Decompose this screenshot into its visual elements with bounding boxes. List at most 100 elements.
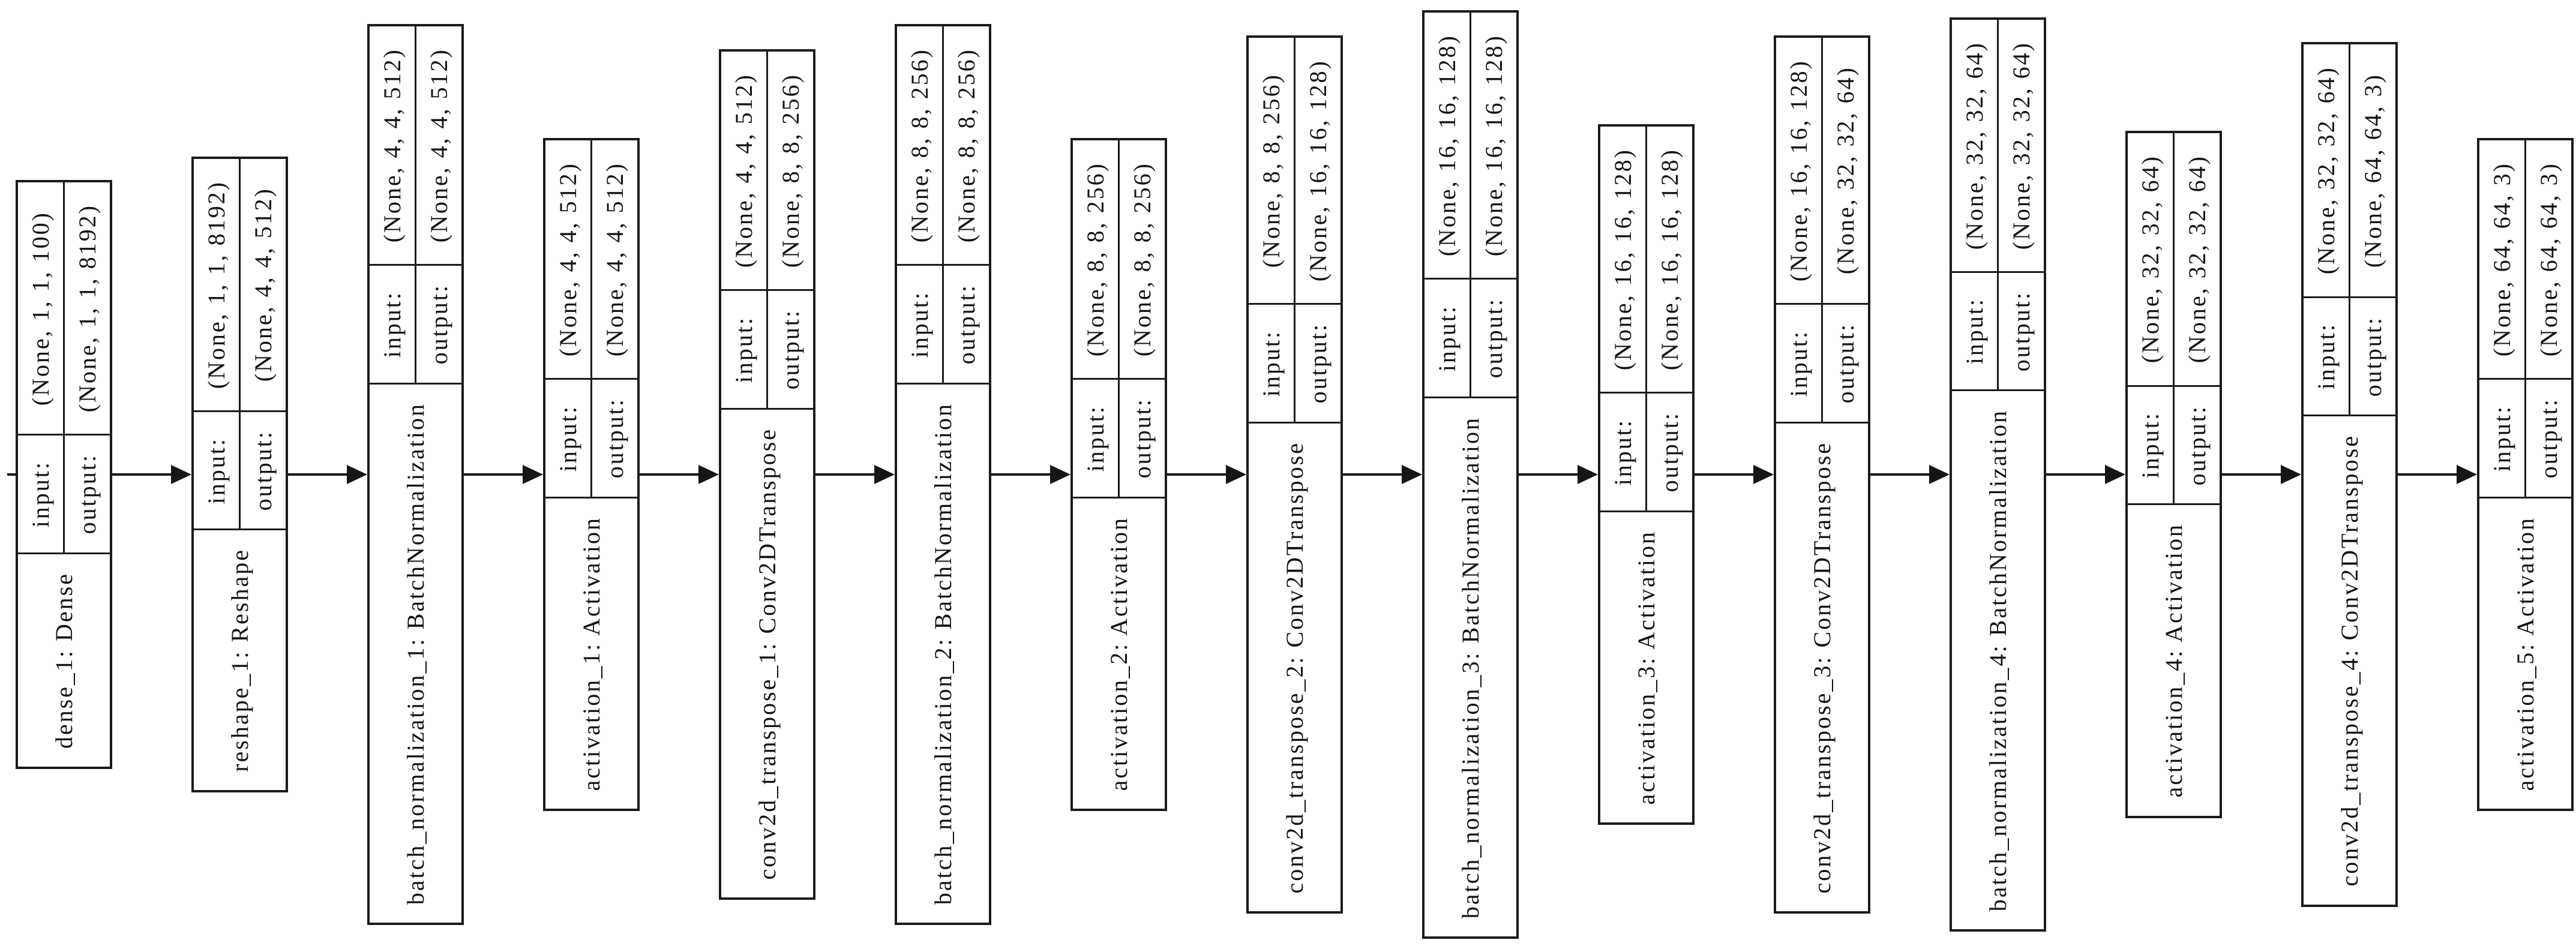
output-shape-cell: (None, 4, 4, 512) (592, 140, 637, 378)
input-shape: (None, 4, 4, 512) (554, 161, 581, 357)
input-shape: (None, 1, 1, 8192) (202, 180, 230, 389)
shapes-row: (None, 32, 32, 64) (None, 32, 32, 64) (2128, 133, 2220, 387)
layer-name-cell: batch_normalization_2: BatchNormalizatio… (897, 385, 989, 923)
flow-arrow (1695, 464, 1774, 485)
labels-row: input: output: (194, 412, 286, 531)
output-label-cell: output: (1296, 305, 1341, 421)
input-shape-cell: (None, 8, 8, 256) (897, 26, 944, 265)
input-shape-cell: (None, 1, 1, 100) (18, 182, 65, 434)
layer-name-cell: conv2d_transpose_3: Conv2DTranspose (1776, 424, 1868, 912)
output-label-cell: output: (2350, 298, 2395, 415)
flow-arrow (288, 464, 367, 485)
name-row: activation_5: Activation (2479, 498, 2571, 809)
output-shape: (None, 8, 8, 256) (1128, 161, 1156, 357)
output-label-cell: output: (768, 291, 813, 407)
input-label-cell: input: (2479, 380, 2526, 497)
input-shape: (None, 32, 32, 64) (2312, 66, 2340, 275)
output-label: output: (1304, 323, 1332, 404)
name-row: dense_1: Dense (18, 554, 110, 767)
layer-node: (None, 32, 32, 64) (None, 32, 32, 64) in… (1950, 17, 2046, 932)
flow-arrow (2398, 464, 2477, 485)
output-label-cell: output: (416, 266, 461, 382)
output-shape-cell: (None, 8, 8, 256) (768, 52, 813, 289)
input-label-cell: input: (2128, 386, 2175, 504)
output-shape: (None, 32, 32, 64) (2183, 155, 2211, 364)
input-label: input: (378, 290, 406, 358)
shapes-row: (None, 8, 8, 256) (None, 16, 16, 128) (1249, 37, 1341, 305)
layer-name-cell: batch_normalization_1: BatchNormalizatio… (370, 385, 461, 923)
output-label-cell: output: (944, 266, 989, 382)
layer-node: (None, 4, 4, 512) (None, 8, 8, 256) inpu… (719, 49, 815, 900)
labels-row: input: output: (1425, 280, 1516, 398)
layer-name: activation_2: Activation (1105, 516, 1132, 791)
output-shape-cell: (None, 16, 16, 128) (1296, 38, 1341, 303)
layer-name-cell: batch_normalization_4: BatchNormalizatio… (1952, 391, 2044, 929)
input-shape: (None, 8, 8, 256) (905, 48, 933, 243)
name-row: batch_normalization_2: BatchNormalizatio… (897, 385, 989, 923)
input-label: input: (1785, 329, 1812, 397)
labels-row: input: output: (1249, 305, 1341, 424)
output-label: output: (2007, 290, 2035, 372)
input-shape-cell: (None, 32, 32, 64) (1952, 19, 1999, 271)
input-shape: (None, 32, 32, 64) (1960, 41, 1988, 250)
layer-node: (None, 1, 1, 100) (None, 1, 1, 8192) inp… (16, 180, 112, 769)
input-shape: (None, 1, 1, 100) (26, 211, 54, 406)
flow-arrow (464, 464, 543, 485)
layer-name: batch_normalization_2: BatchNormalizatio… (929, 402, 956, 905)
input-label-cell: input: (1425, 280, 1471, 397)
shapes-row: (None, 16, 16, 128) (None, 32, 32, 64) (1776, 37, 1868, 305)
output-label-cell: output: (1823, 305, 1868, 421)
labels-row: input: output: (897, 266, 989, 385)
input-label-cell: input: (897, 266, 944, 383)
labels-row: input: output: (1952, 272, 2044, 392)
layer-name-cell: activation_1: Activation (545, 498, 637, 809)
input-shape: (None, 4, 4, 512) (730, 73, 757, 268)
shapes-row: (None, 4, 4, 512) (None, 4, 4, 512) (545, 140, 637, 380)
output-shape-cell: (None, 64, 64, 3) (2526, 140, 2571, 378)
output-shape: (None, 16, 16, 128) (1656, 148, 1683, 371)
layer-node: (None, 8, 8, 256) (None, 8, 8, 256) inpu… (895, 24, 991, 925)
input-label: input: (554, 404, 581, 472)
input-shape: (None, 16, 16, 128) (1433, 34, 1461, 257)
input-label: input: (202, 437, 230, 504)
name-row: activation_3: Activation (1600, 512, 1692, 822)
layer-name: activation_4: Activation (2160, 523, 2187, 798)
layer-name-cell: batch_normalization_3: BatchNormalizatio… (1425, 398, 1516, 936)
output-shape-cell: (None, 8, 8, 256) (944, 26, 989, 264)
output-label: output: (1480, 298, 1507, 379)
layer-name: activation_1: Activation (577, 516, 605, 791)
input-label-cell: input: (2304, 298, 2350, 415)
input-label: input: (730, 316, 757, 383)
output-shape-cell: (None, 32, 32, 64) (2175, 133, 2220, 385)
shapes-row: (None, 4, 4, 512) (None, 4, 4, 512) (370, 26, 461, 266)
input-shape: (None, 16, 16, 128) (1609, 148, 1636, 371)
labels-row: input: output: (370, 266, 461, 385)
input-label: input: (26, 460, 54, 528)
input-label: input: (905, 290, 933, 358)
name-row: activation_1: Activation (545, 498, 637, 809)
input-shape: (None, 4, 4, 512) (378, 48, 406, 243)
name-row: batch_normalization_4: BatchNormalizatio… (1952, 391, 2044, 929)
layer-node: (None, 32, 32, 64) (None, 64, 64, 3) inp… (2301, 42, 2398, 907)
name-row: reshape_1: Reshape (194, 530, 286, 790)
flow-arrow (815, 464, 895, 485)
output-label-cell: output: (1120, 380, 1165, 496)
layer-name-cell: activation_3: Activation (1600, 512, 1692, 822)
layer-node: (None, 64, 64, 3) (None, 64, 64, 3) inpu… (2477, 137, 2574, 812)
input-shape-cell: (None, 8, 8, 256) (1073, 140, 1120, 379)
flow-arrow (1870, 464, 1950, 485)
output-label: output: (249, 430, 277, 511)
input-label: input: (1609, 418, 1636, 486)
shapes-row: (None, 1, 1, 8192) (None, 4, 4, 512) (194, 158, 286, 413)
output-label-cell: output: (1471, 280, 1516, 396)
output-label-cell: output: (2526, 380, 2571, 496)
output-label-cell: output: (65, 436, 110, 552)
flow-arrow (640, 464, 719, 485)
output-label-cell: output: (2175, 387, 2220, 503)
layer-name: conv2d_transpose_1: Conv2DTranspose (753, 427, 781, 880)
layer-name-cell: activation_2: Activation (1073, 498, 1165, 809)
output-shape-cell: (None, 4, 4, 512) (241, 159, 286, 410)
input-shape-cell: (None, 1, 1, 8192) (194, 158, 241, 411)
output-label-cell: output: (1999, 273, 2044, 389)
